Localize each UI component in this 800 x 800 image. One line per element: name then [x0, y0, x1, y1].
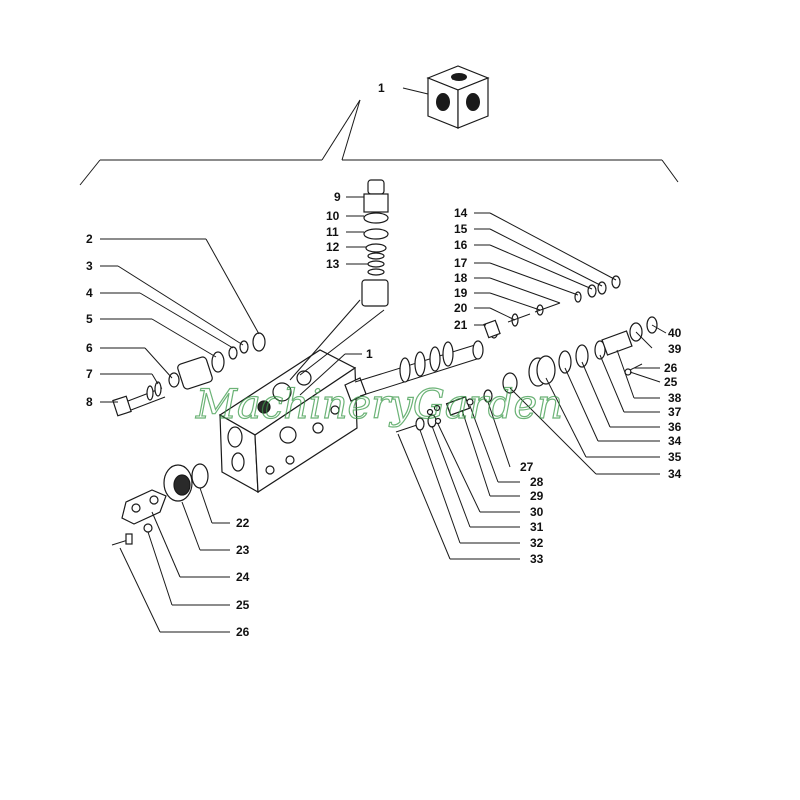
callout-30: 30 — [530, 505, 544, 519]
right-spool-components — [483, 275, 658, 394]
callout-26-left: 26 — [236, 625, 250, 639]
callout-2: 2 — [86, 232, 93, 246]
left-plug-assembly — [112, 332, 266, 417]
callout-34-a: 34 — [668, 434, 682, 448]
callout-19: 19 — [454, 286, 468, 300]
callout-37: 37 — [668, 405, 682, 419]
callout-31: 31 — [530, 520, 544, 534]
callout-16: 16 — [454, 238, 468, 252]
valve-body — [218, 349, 358, 494]
callout-14: 14 — [454, 206, 468, 220]
callout-40: 40 — [668, 326, 682, 340]
callout-35: 35 — [668, 450, 682, 464]
callout-1-mid: 1 — [366, 347, 373, 361]
callout-8: 8 — [86, 395, 93, 409]
callout-28: 28 — [530, 475, 544, 489]
callout-25-left: 25 — [236, 598, 250, 612]
callout-22: 22 — [236, 516, 250, 530]
callout-21: 21 — [454, 318, 468, 332]
kit-box-icon: KIT — [426, 65, 490, 129]
callout-3: 3 — [86, 259, 93, 273]
callout-lines-top — [346, 196, 368, 265]
callout-20: 20 — [454, 301, 468, 315]
kit-bracket — [79, 99, 679, 186]
callout-27: 27 — [520, 460, 534, 474]
callout-lines-right — [509, 324, 667, 475]
callout-13: 13 — [326, 257, 340, 271]
callout-39: 39 — [668, 342, 682, 356]
spool — [344, 340, 484, 402]
callout-34-b: 34 — [668, 467, 682, 481]
callout-lines-left — [100, 238, 260, 403]
callout-12: 12 — [326, 240, 340, 254]
callout-33: 33 — [530, 552, 544, 566]
callout-23: 23 — [236, 543, 250, 557]
watermark-text: MachineryGarden — [195, 382, 563, 428]
callout-11: 11 — [326, 225, 339, 239]
callout-9: 9 — [334, 190, 341, 204]
callout-17: 17 — [454, 256, 468, 270]
callout-lines-upper-right — [474, 212, 617, 326]
callout-15: 15 — [454, 222, 468, 236]
callout-7: 7 — [86, 367, 93, 381]
callout-38: 38 — [668, 391, 682, 405]
callout-4: 4 — [86, 286, 93, 300]
callout-32: 32 — [530, 536, 544, 550]
new-holland-leaf-icon — [436, 73, 480, 111]
bottom-flange-assembly — [111, 463, 209, 546]
callout-6: 6 — [86, 341, 93, 355]
callout-18: 18 — [454, 271, 468, 285]
callout-lines-bottom-left — [119, 487, 230, 633]
callout-10: 10 — [326, 209, 340, 223]
top-relief-stack — [361, 179, 389, 307]
lower-small-parts — [395, 389, 493, 433]
callout-25-right: 25 — [664, 375, 678, 389]
callout-5: 5 — [86, 312, 93, 326]
callout-29: 29 — [530, 489, 544, 503]
callout-36: 36 — [668, 420, 682, 434]
callout-26-right: 26 — [664, 361, 678, 375]
callout-24: 24 — [236, 570, 250, 584]
callout-1-top: 1 — [378, 81, 385, 95]
callout-lines-lower — [397, 401, 520, 560]
